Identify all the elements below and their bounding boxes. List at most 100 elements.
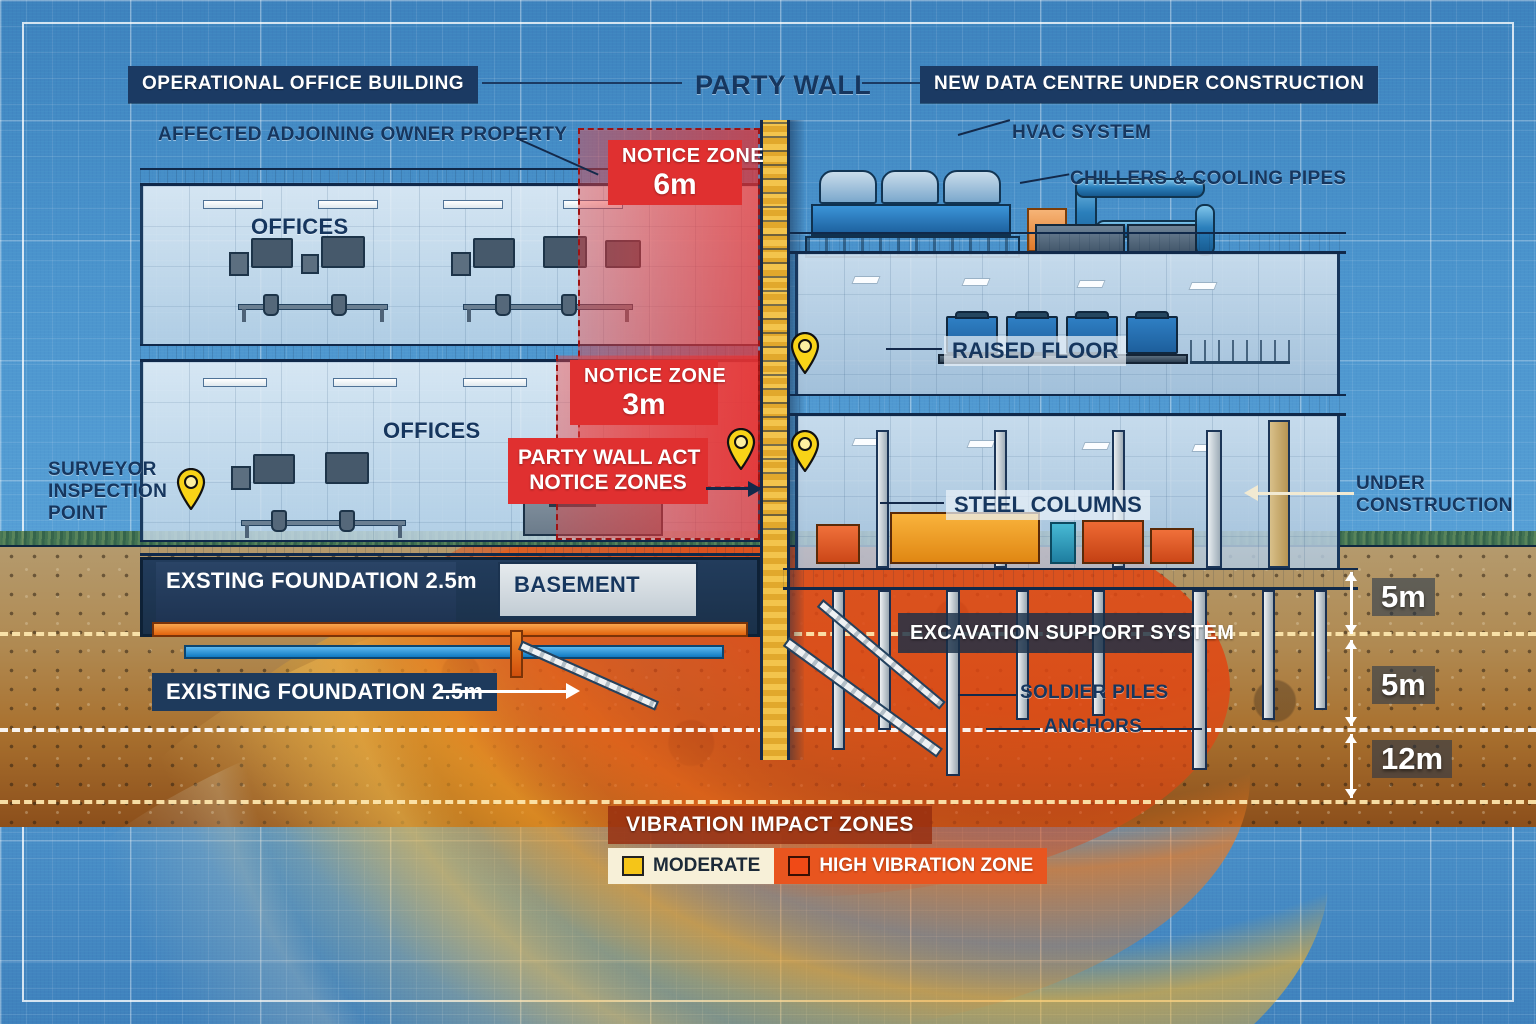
raised-floor-leader bbox=[886, 348, 942, 350]
office-chair bbox=[561, 294, 577, 316]
ceiling-light bbox=[463, 378, 527, 387]
notice-zone-3m-tag: NOTICE ZONE 3m bbox=[570, 360, 726, 425]
monitor-icon bbox=[325, 452, 369, 484]
notice-zone-6m-caption: NOTICE ZONE bbox=[622, 145, 765, 167]
hvac-unit bbox=[881, 170, 939, 204]
strata-line-3 bbox=[0, 800, 1536, 804]
notice-zones-heading-1: PARTY WALL ACT bbox=[518, 446, 701, 469]
office-chair bbox=[263, 294, 279, 316]
workstation bbox=[238, 264, 388, 322]
steel-columns-label: STEEL COLUMNS bbox=[946, 490, 1150, 520]
existing-foundation-callout-arrow bbox=[566, 683, 580, 699]
office-ground-slab bbox=[140, 540, 760, 556]
banner-new-data-centre: NEW DATA CENTRE UNDER CONSTRUCTION bbox=[920, 66, 1379, 103]
site-crate bbox=[1082, 520, 1144, 564]
ceiling-light bbox=[1188, 282, 1218, 290]
notice-zones-arrow bbox=[748, 481, 762, 497]
affected-adjoining-owner-label: AFFECTED ADJOINING OWNER PROPERTY bbox=[158, 124, 568, 145]
excavation-support-system-label: EXCAVATION SUPPORT SYSTEM bbox=[910, 622, 1235, 644]
map-pin-icon[interactable] bbox=[176, 468, 206, 510]
ceiling-light bbox=[966, 440, 996, 448]
office-chair bbox=[339, 510, 355, 532]
existing-foundation-callout: EXISTING FOUNDATION 2.5m bbox=[152, 673, 498, 711]
banner-connector-right bbox=[862, 82, 920, 84]
service-riser bbox=[510, 630, 523, 678]
ceiling-light bbox=[318, 200, 378, 209]
under-construction-arrow bbox=[1244, 485, 1258, 501]
banner-operational-office-building: OPERATIONAL OFFICE BUILDING bbox=[128, 66, 479, 103]
map-pin-icon[interactable] bbox=[790, 430, 820, 472]
soldier-pile bbox=[1192, 590, 1207, 770]
existing-foundation-callout-leader bbox=[440, 690, 570, 693]
ceiling-light bbox=[203, 200, 263, 209]
notice-zone-6m-value: 6m bbox=[653, 168, 697, 201]
map-pin-icon[interactable] bbox=[726, 428, 756, 470]
surveyor-inspection-point-line3: POINT bbox=[48, 503, 108, 524]
datacentre-mid-slab bbox=[789, 394, 1346, 416]
under-construction-label-line1: UNDER bbox=[1356, 473, 1426, 494]
excavation-support-plate bbox=[898, 613, 1194, 653]
chillers-cooling-pipes-label: CHILLERS & COOLING PIPES bbox=[1070, 168, 1347, 189]
computer-tower bbox=[231, 466, 251, 490]
steel-column bbox=[876, 430, 889, 568]
offices-label-upper: OFFICES bbox=[251, 214, 349, 239]
legend-swatch-high bbox=[788, 856, 811, 876]
mezzanine-rail bbox=[1190, 340, 1290, 364]
legend-item-moderate: MODERATE bbox=[608, 848, 775, 884]
ceiling-light bbox=[1081, 442, 1111, 450]
office-chair bbox=[331, 294, 347, 316]
anchors-leader-left bbox=[986, 728, 1040, 730]
ceiling-light bbox=[203, 378, 267, 387]
notice-zones-heading-2: NOTICE ZONES bbox=[529, 470, 687, 494]
monitor-icon bbox=[321, 236, 365, 268]
depth-value-1: 5m bbox=[1372, 578, 1435, 616]
hvac-unit bbox=[943, 170, 1001, 204]
under-construction-label-line2: CONSTRUCTION bbox=[1356, 495, 1513, 516]
roof-plant-box bbox=[1127, 224, 1197, 254]
datacentre-roof-slab bbox=[789, 232, 1346, 254]
hvac-leader bbox=[957, 119, 1011, 136]
soldier-pile bbox=[1262, 590, 1275, 720]
ceiling-light bbox=[961, 278, 991, 286]
site-crate bbox=[816, 524, 860, 564]
hvac-unit bbox=[819, 170, 877, 204]
legend-label-moderate: MODERATE bbox=[653, 855, 761, 876]
monitor-icon bbox=[251, 238, 293, 268]
anchors-label: ANCHORS bbox=[1044, 716, 1143, 737]
new-data-centre-building bbox=[783, 160, 1358, 590]
raised-floor-label: RAISED FLOOR bbox=[944, 336, 1127, 366]
computer-tower bbox=[301, 254, 319, 274]
under-construction-leader bbox=[1258, 492, 1354, 495]
soldier-piles-leader bbox=[958, 694, 1016, 696]
datacentre-lower-hall bbox=[795, 416, 1340, 568]
offices-label-lower: OFFICES bbox=[383, 418, 481, 443]
depth-arrow-3 bbox=[1345, 734, 1356, 798]
existing-foundation-inline-label: EXSTING FOUNDATION 2.5m bbox=[166, 568, 477, 593]
legend-title: VIBRATION IMPACT ZONES bbox=[608, 806, 932, 844]
notice-zone-3m-value: 3m bbox=[622, 388, 666, 421]
legend-label-high: HIGH VIBRATION ZONE bbox=[819, 855, 1034, 876]
steel-columns-leader bbox=[880, 502, 944, 504]
site-crate bbox=[1150, 528, 1194, 564]
ceiling-light bbox=[851, 276, 881, 284]
computer-tower bbox=[451, 252, 471, 276]
cooling-pipe-horizontal bbox=[1075, 178, 1205, 198]
computer-tower bbox=[229, 252, 249, 276]
service-pipe-orange bbox=[152, 622, 748, 637]
datacentre-base-slab bbox=[783, 568, 1358, 590]
depth-arrow-2 bbox=[1345, 640, 1356, 726]
basement-label: BASEMENT bbox=[514, 572, 640, 597]
monitor-icon bbox=[473, 238, 515, 268]
surveyor-inspection-point-line2: INSPECTION bbox=[48, 481, 168, 502]
banner-party-wall: PARTY WALL bbox=[695, 70, 871, 100]
datacentre-upper-hall bbox=[795, 254, 1340, 394]
surveyor-inspection-point-line1: SURVEYOR bbox=[48, 459, 157, 480]
site-crate bbox=[1050, 522, 1076, 564]
map-pin-icon[interactable] bbox=[790, 332, 820, 374]
office-chair bbox=[271, 510, 287, 532]
ceiling-light bbox=[1076, 280, 1106, 288]
basement-void bbox=[498, 562, 698, 618]
legend-swatch-moderate bbox=[622, 856, 644, 876]
depth-value-2: 5m bbox=[1372, 666, 1435, 704]
ceiling-light bbox=[443, 200, 503, 209]
